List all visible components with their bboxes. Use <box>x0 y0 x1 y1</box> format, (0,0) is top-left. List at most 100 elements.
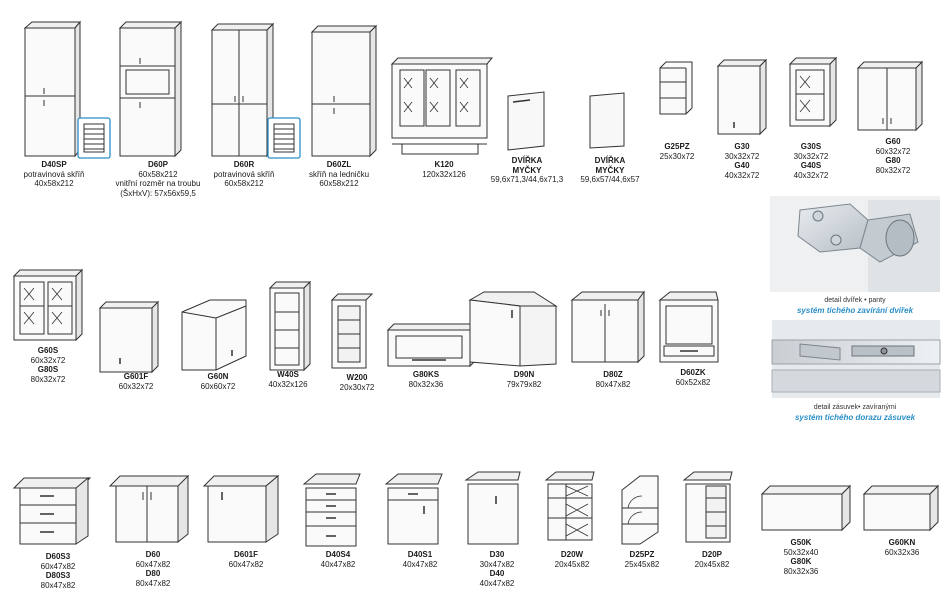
cabinet-w40s <box>268 280 312 372</box>
model-detail: 60x32x72 <box>30 355 66 365</box>
model-code: G60KN <box>888 538 916 547</box>
model-detail: 59,6x71,3/44,6x71,3 <box>490 175 564 184</box>
model-detail: 60x32x72 <box>875 146 911 156</box>
model-code: MYČKY <box>595 165 625 175</box>
model-code: D40S4 <box>325 550 351 559</box>
cabinet-d60r <box>210 22 301 159</box>
model-code: G40 <box>734 161 750 170</box>
model-code: D60S3 <box>45 552 71 561</box>
model-code: D601F <box>233 550 259 559</box>
hinge-photo <box>770 196 940 292</box>
drawer-subtitle: systém tichého dorazu zásuvek <box>794 413 916 422</box>
model-code: D40SP <box>41 160 67 169</box>
model-code: D60 <box>145 550 161 559</box>
model-detail: 60x52x82 <box>675 377 711 387</box>
model-code: G60 <box>885 137 901 146</box>
model-detail: 30x32x72 <box>724 151 760 161</box>
cabinet-g30 <box>716 58 768 136</box>
model-code: D25PZ <box>629 550 655 559</box>
model-detail: 20x45x82 <box>554 559 590 569</box>
model-code: G80S <box>37 365 59 374</box>
model-detail: 40x47x82 <box>479 578 515 588</box>
model-code: G80KS <box>412 370 440 379</box>
model-code: G80 <box>885 156 901 165</box>
model-detail: potravinová skříň <box>23 169 85 179</box>
cabinet-d60zl <box>310 24 378 158</box>
model-code: W40S <box>277 370 299 379</box>
model-detail: 60x32x36 <box>884 547 920 557</box>
model-detail: 80x32x36 <box>408 379 444 389</box>
cabinet-d60p <box>118 20 183 158</box>
model-detail: 25x30x72 <box>659 151 695 161</box>
cabinet-g25pz <box>659 61 693 115</box>
model-detail: 20x45x82 <box>694 559 730 569</box>
model-detail: 60x60x72 <box>200 381 236 391</box>
dishwasher-door-1 <box>507 91 545 151</box>
model-code: MYČKY <box>512 165 542 175</box>
model-detail: 25x45x82 <box>624 559 660 569</box>
model-detail: (ŠxHxV): 57x56x59,5 <box>120 188 196 198</box>
model-detail: 40x32x126 <box>268 379 308 389</box>
model-code: D60ZK <box>680 368 706 377</box>
cabinet-d30 <box>464 471 521 545</box>
model-detail: 80x32x72 <box>875 165 911 175</box>
model-detail: 80x47x82 <box>595 379 631 389</box>
hinge-caption: detail dvířek • panty <box>824 297 886 304</box>
model-detail: 60x58x212 <box>319 179 359 188</box>
model-detail: 80x32x36 <box>783 566 819 576</box>
cabinet-d40s1 <box>384 473 443 545</box>
model-detail: 20x30x72 <box>339 382 375 392</box>
cabinet-g30s <box>788 56 838 128</box>
cabinet-g601f <box>98 300 160 374</box>
model-code: D90N <box>513 370 535 379</box>
cabinet-k120 <box>390 57 494 155</box>
model-code: G601F <box>123 372 149 381</box>
model-detail: 50x32x40 <box>783 547 819 557</box>
model-code: G25PZ <box>664 142 690 151</box>
drawer-photo <box>771 320 941 398</box>
cabinet-d20p <box>682 471 733 543</box>
model-detail: 60x47x82 <box>135 559 171 569</box>
model-code: D80 <box>145 569 161 578</box>
model-detail: 40x47x82 <box>402 559 438 569</box>
cabinet-d60 <box>108 474 190 544</box>
cabinet-g60s <box>12 268 84 342</box>
cabinet-g80ks <box>386 322 478 368</box>
model-detail: 40x58x212 <box>34 179 74 188</box>
model-code: G30 <box>734 142 750 151</box>
model-detail: skříň na ledničku <box>308 169 370 179</box>
cabinet-d40s4 <box>302 473 361 547</box>
model-code: D20P <box>701 550 723 559</box>
model-detail: 80x32x72 <box>30 374 66 384</box>
model-detail: 60x47x82 <box>40 561 76 571</box>
model-detail: 30x47x82 <box>479 559 515 569</box>
model-detail: 60x58x212 <box>224 179 264 188</box>
model-detail: 40x32x72 <box>793 170 829 180</box>
model-code: D60ZL <box>326 160 352 169</box>
model-code: D60P <box>147 160 168 169</box>
model-code: D40 <box>489 569 505 578</box>
model-code: D80Z <box>603 370 623 379</box>
model-detail: 80x47x82 <box>135 578 171 588</box>
model-code: G80K <box>790 557 812 566</box>
model-detail: 79x79x82 <box>506 379 542 389</box>
model-code: G30S <box>800 142 822 151</box>
cabinet-d90n <box>468 291 558 367</box>
